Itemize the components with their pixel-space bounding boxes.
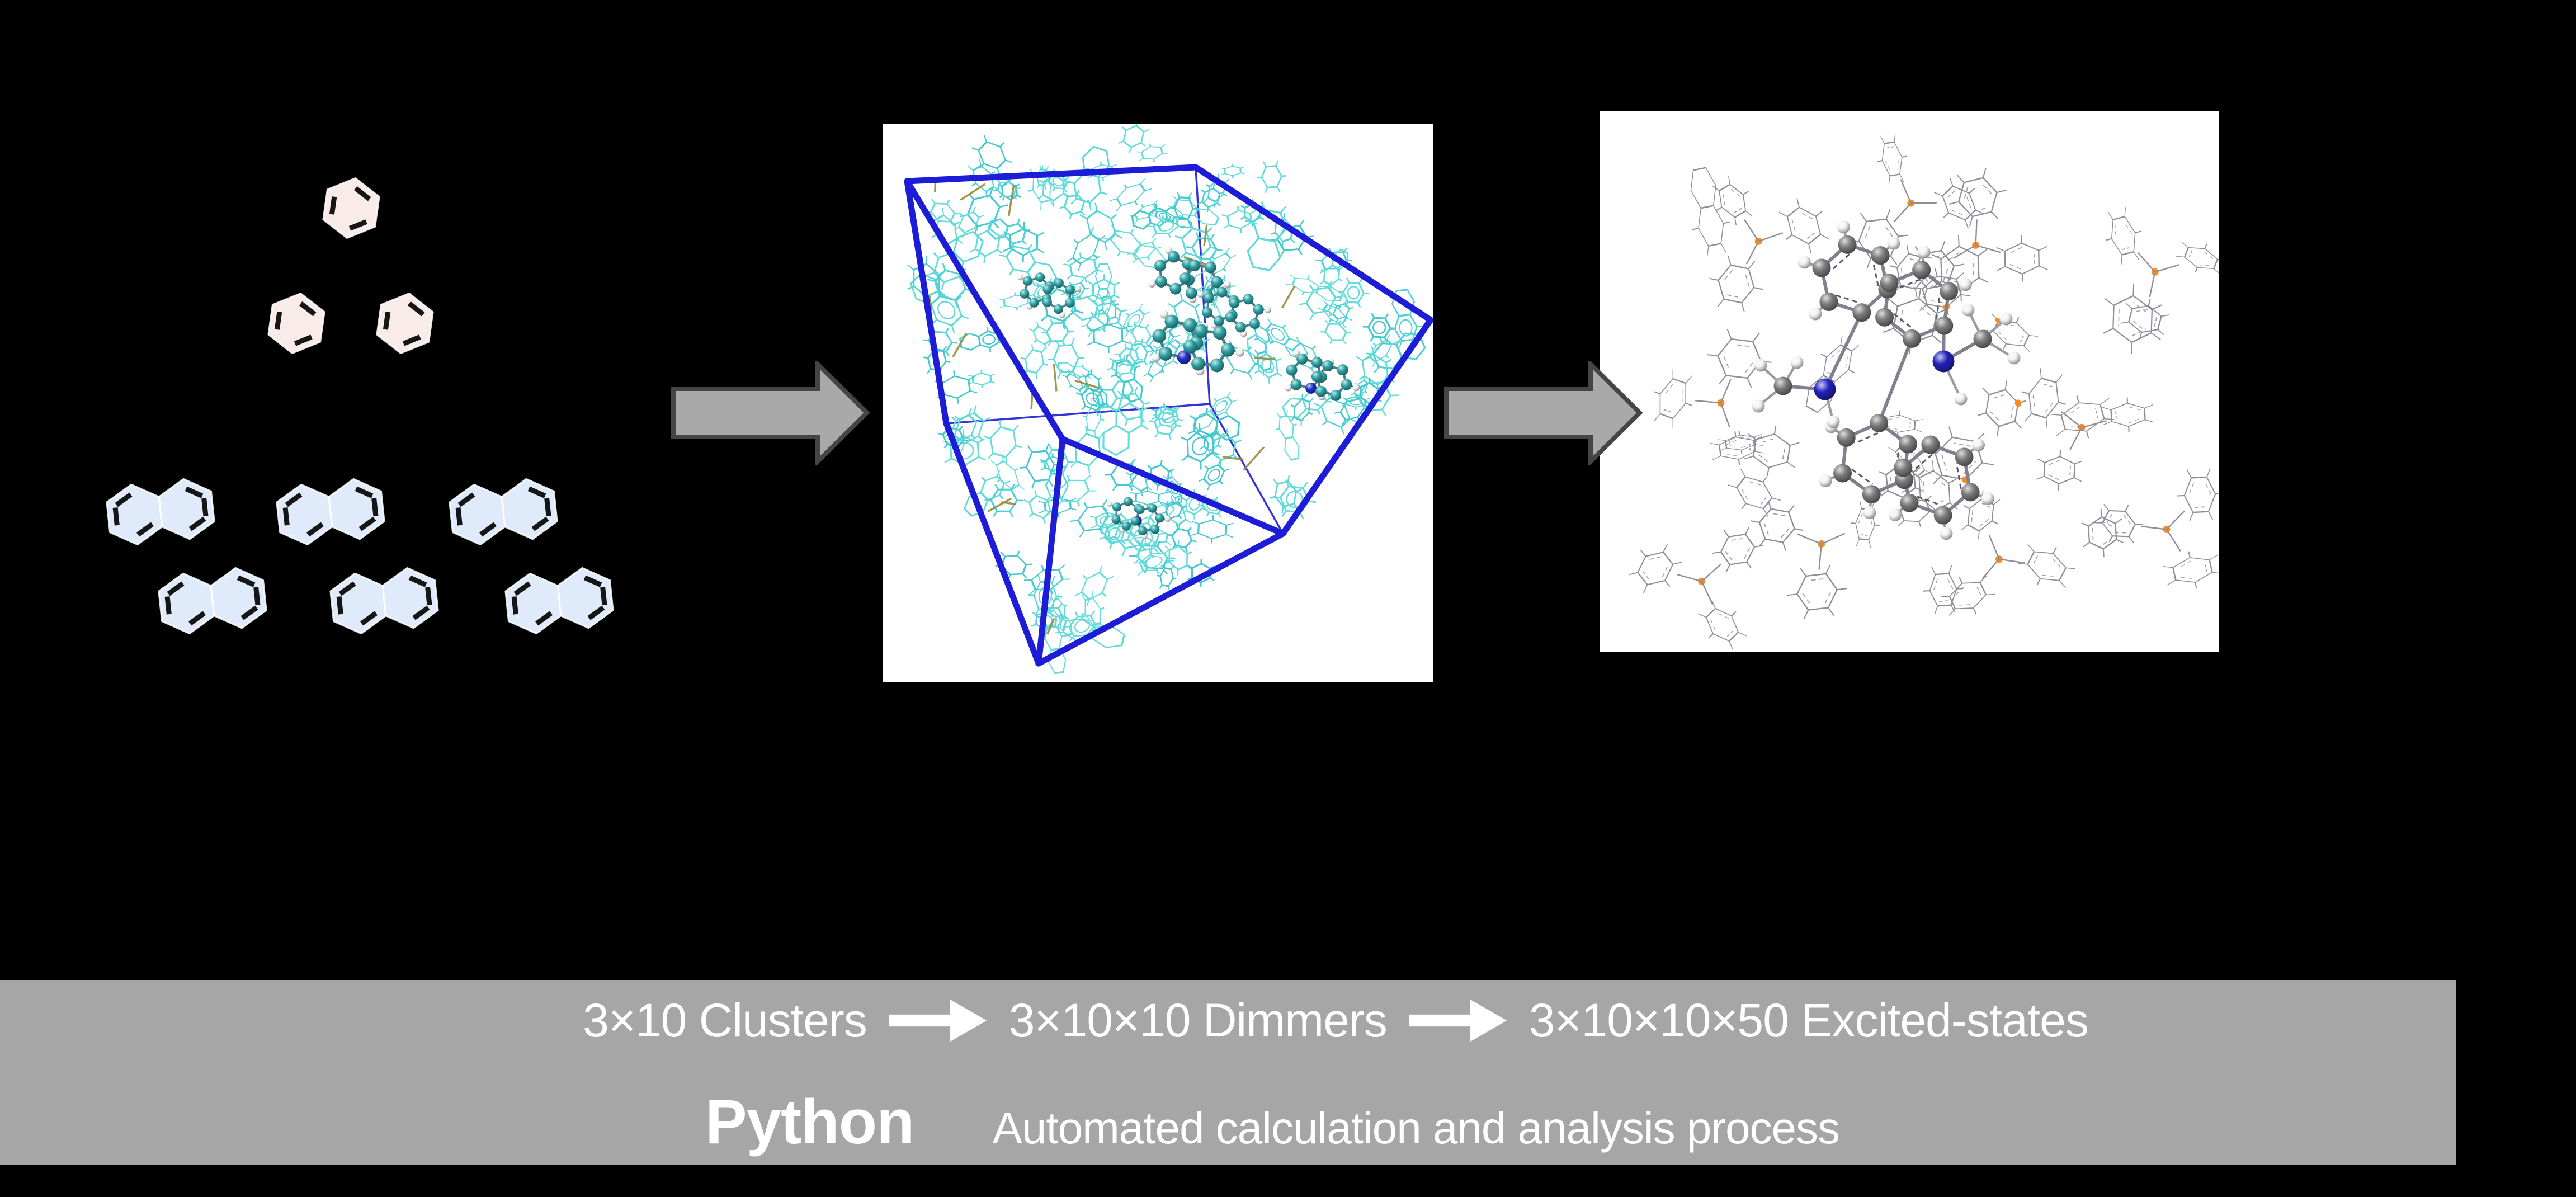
excited-state-molecule: [1752, 220, 2021, 540]
phosphine-molecule: [2105, 206, 2219, 340]
phosphine-molecule: [2094, 468, 2219, 589]
step-clusters-label: 3×10 Clusters: [583, 994, 867, 1047]
naphthalene-molecule: [329, 567, 439, 635]
arrow-shape: [889, 999, 987, 1042]
phosphine-molecule: [1940, 490, 2075, 616]
step-excited-states-label: 3×10×10×50 Excited-states: [1528, 994, 2089, 1047]
tool-row: Python Automated calculation and analysi…: [705, 1086, 1840, 1158]
solute-molecule: [1107, 497, 1171, 539]
solvent-molecules: [907, 124, 1426, 675]
arrow-shape: [1444, 361, 1643, 465]
arrow-shape: [1409, 999, 1507, 1042]
naphthalene-molecule: [106, 478, 215, 546]
pipeline-steps-row: 3×10 Clusters 3×10×10 Dimmers 3×10×10×50…: [583, 993, 2089, 1048]
naphthalene-molecule: [449, 478, 558, 546]
md-box-figure: [904, 124, 1433, 675]
naphthalene-molecule: [504, 567, 614, 635]
step-dimmers-label: 3×10×10 Dimmers: [1008, 994, 1388, 1047]
phosphine-molecule: [2021, 368, 2154, 491]
flow-arrow-icon: [1409, 999, 1507, 1042]
right-arrow-icon: [1444, 361, 1643, 465]
naphthalene-molecule: [158, 567, 267, 635]
flow-arrow-icon: [889, 999, 987, 1042]
solute-molecule: [1197, 286, 1271, 337]
right-arrow-icon: [671, 361, 870, 465]
phosphine-molecule: [1750, 500, 1880, 620]
qm-cluster-figure: [1629, 133, 2219, 649]
naphthalene-molecule: [276, 478, 385, 546]
process-description-label: Automated calculation and analysis proce…: [992, 1103, 1840, 1153]
phosphine-molecule: [1709, 176, 1829, 313]
reactant-molecules-figure: [106, 177, 614, 635]
solute-molecule: [1017, 272, 1081, 318]
mm-environment-molecules: [1629, 133, 2219, 649]
solute-molecule: [1148, 246, 1231, 303]
phosphine-molecule: [1629, 526, 1763, 649]
process-banner: 3×10 Clusters 3×10×10 Dimmers 3×10×10×50…: [0, 980, 2456, 1165]
solute-molecule: [1151, 310, 1245, 376]
benzene-molecule: [322, 177, 380, 239]
qm-cluster-panel: [1600, 111, 2219, 652]
benzene-molecule: [376, 293, 434, 354]
benzene-molecule: [267, 293, 325, 354]
md-simulation-panel: [883, 124, 1433, 682]
phosphine-molecule: [1653, 329, 1772, 465]
python-label: Python: [705, 1087, 915, 1157]
solute-molecule: [1285, 349, 1360, 401]
phosphine-molecule: [1904, 168, 2048, 298]
phosphine-molecule: [1848, 133, 1984, 268]
arrow-shape: [671, 361, 870, 465]
